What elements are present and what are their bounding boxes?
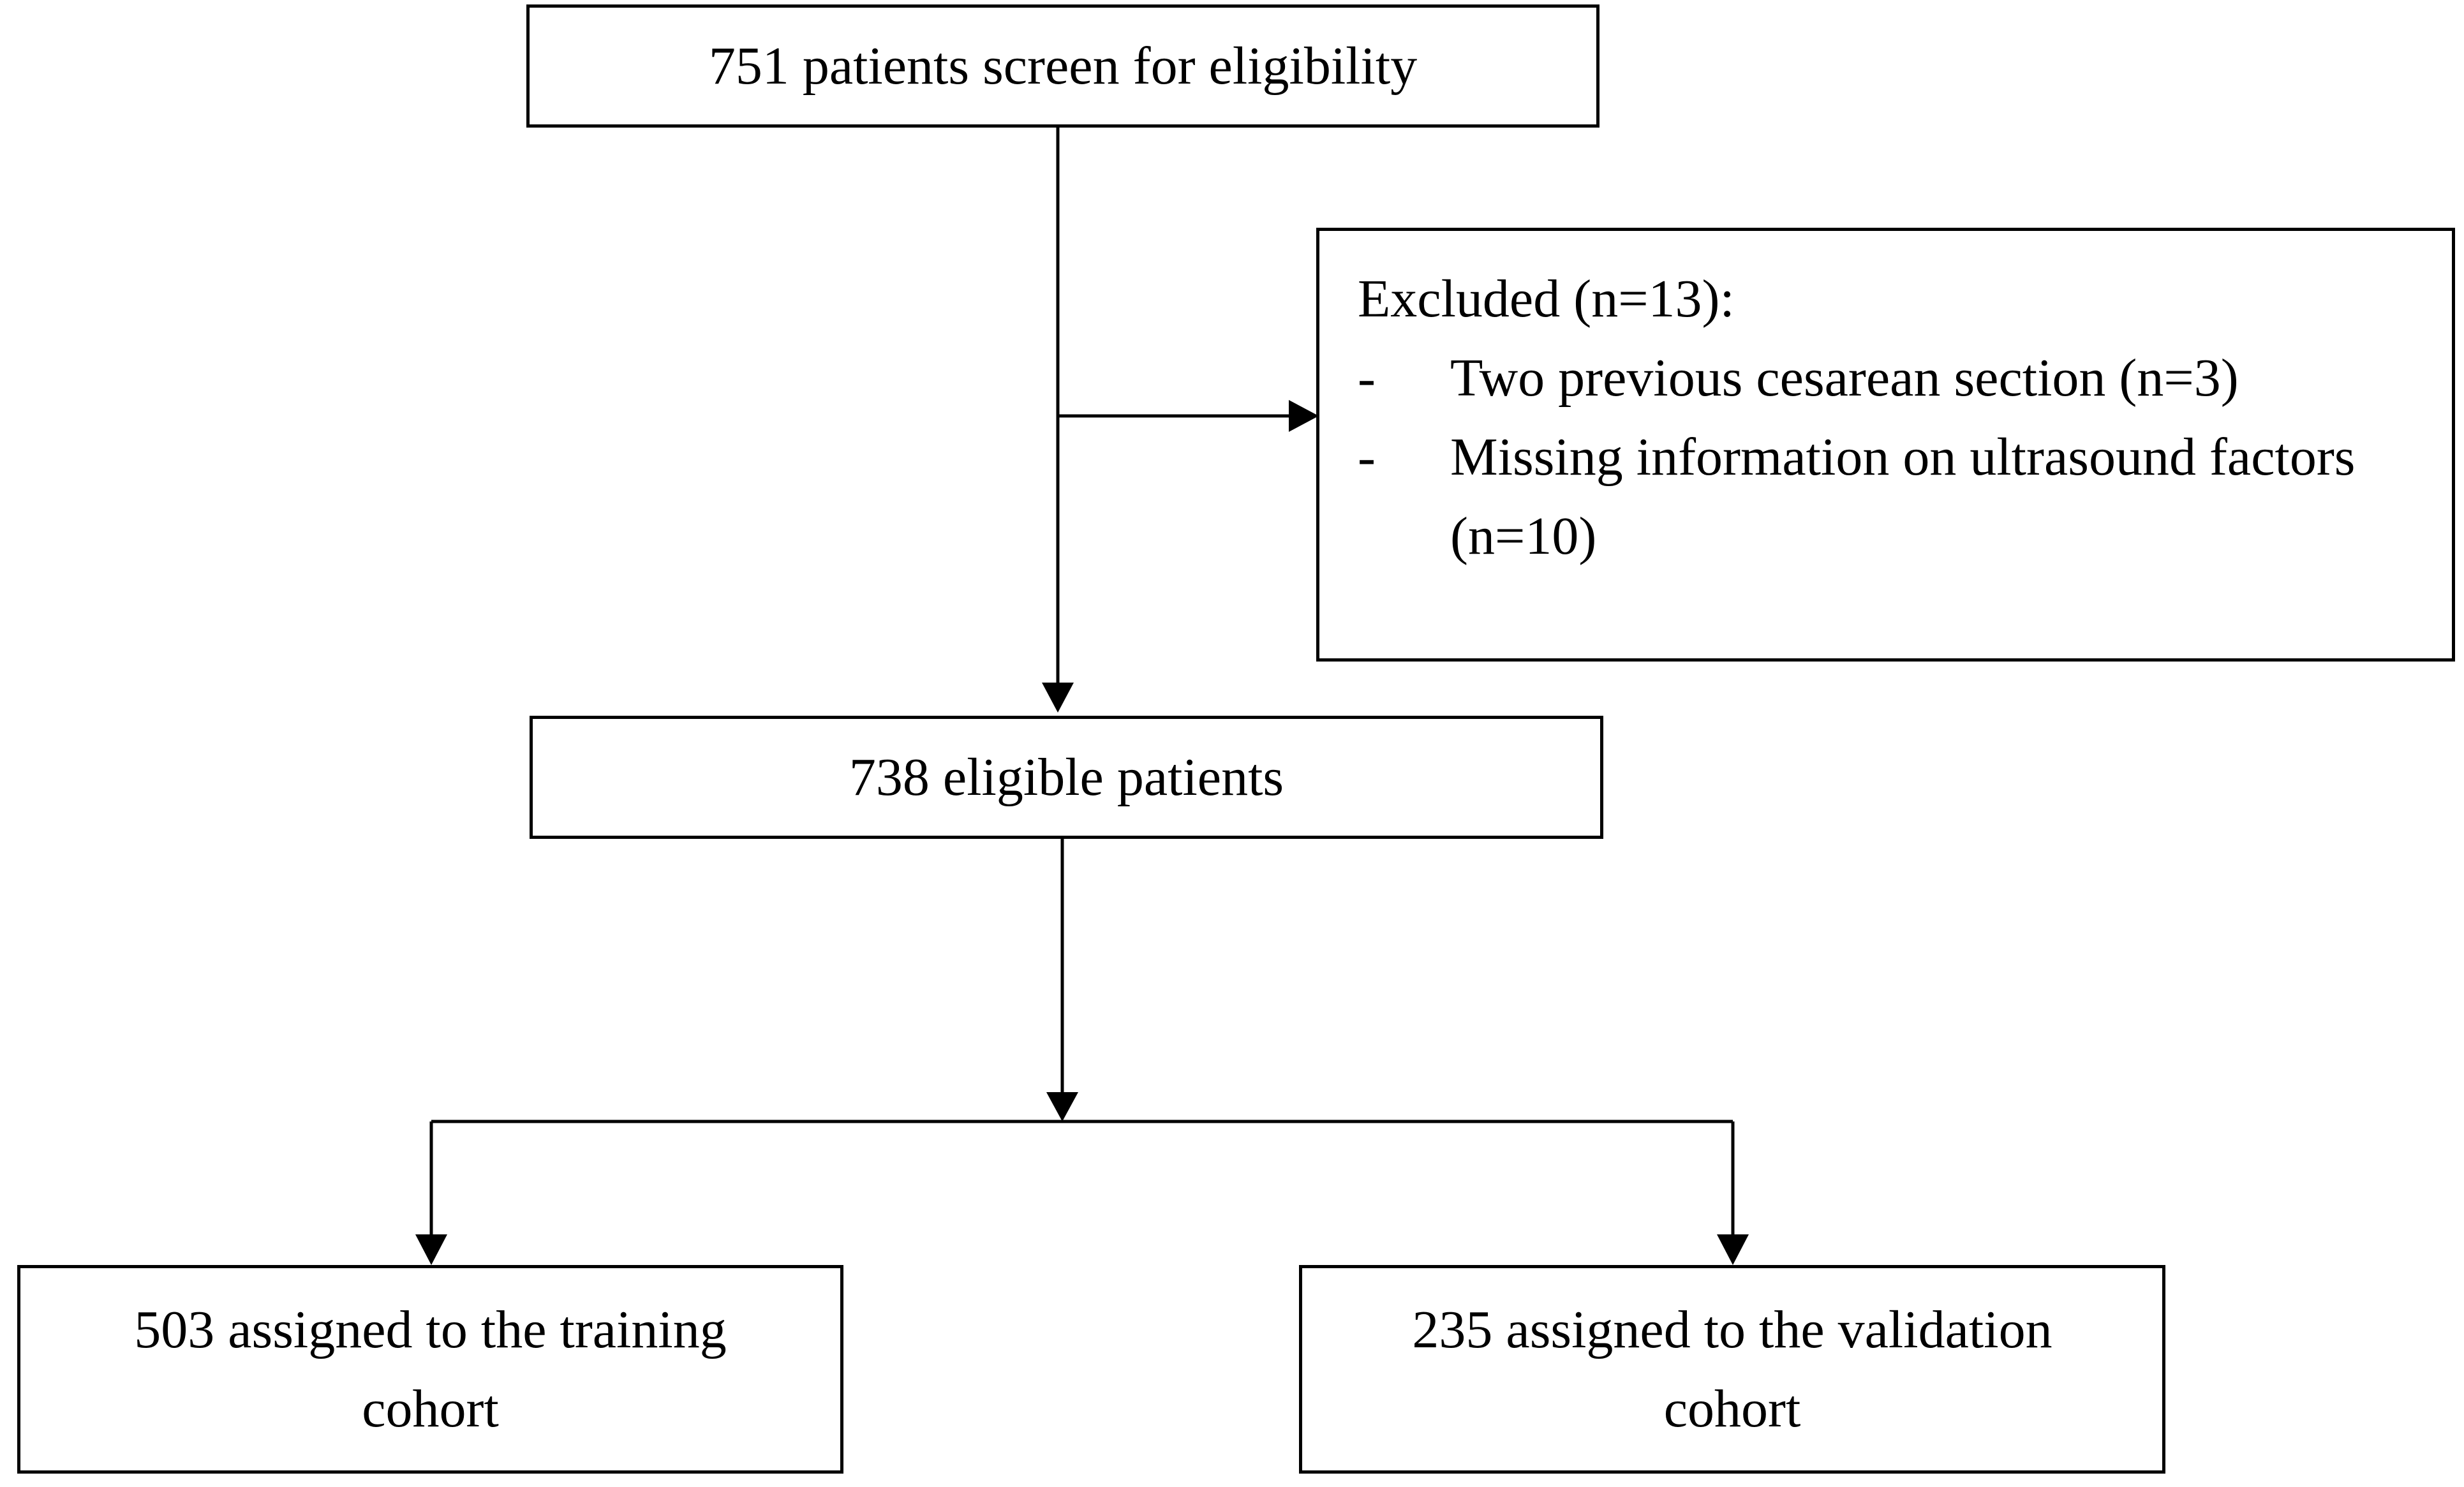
bullet-dash: - — [1358, 348, 1376, 408]
eligible-box: 738 eligible patients — [530, 716, 1603, 839]
bullet-dash: - — [1358, 427, 1376, 487]
arrowhead-training — [415, 1234, 447, 1265]
excluded-content: Excluded (n=13): - Two previous cesarean… — [1358, 260, 2426, 576]
excluded-item: - Missing information on ultrasound fact… — [1358, 418, 2426, 576]
screening-text: 751 patients screen for eligibility — [708, 36, 1418, 96]
training-line-2: cohort — [362, 1379, 499, 1439]
screening-box: 751 patients screen for eligibility — [526, 4, 1599, 128]
training-line-1: 503 assigned to the training — [134, 1299, 727, 1359]
excluded-item-text: Missing information on ultrasound factor… — [1450, 427, 2356, 566]
arrowhead-validation — [1717, 1234, 1749, 1265]
training-box: 503 assigned to the training cohort — [17, 1265, 843, 1474]
excluded-title: Excluded (n=13): — [1358, 269, 1735, 329]
arrowhead-eligible — [1042, 683, 1074, 713]
eligible-text: 738 eligible patients — [849, 747, 1284, 807]
validation-line-1: 235 assigned to the validation — [1412, 1299, 2052, 1359]
arrowhead-excluded — [1289, 400, 1319, 432]
validation-box: 235 assigned to the validation cohort — [1299, 1265, 2165, 1474]
excluded-box: Excluded (n=13): - Two previous cesarean… — [1316, 228, 2455, 662]
validation-line-2: cohort — [1663, 1379, 1801, 1439]
excluded-item-text: Two previous cesarean section (n=3) — [1450, 348, 2239, 408]
arrowhead-split — [1046, 1092, 1078, 1121]
excluded-item: - Two previous cesarean section (n=3) — [1358, 339, 2426, 418]
